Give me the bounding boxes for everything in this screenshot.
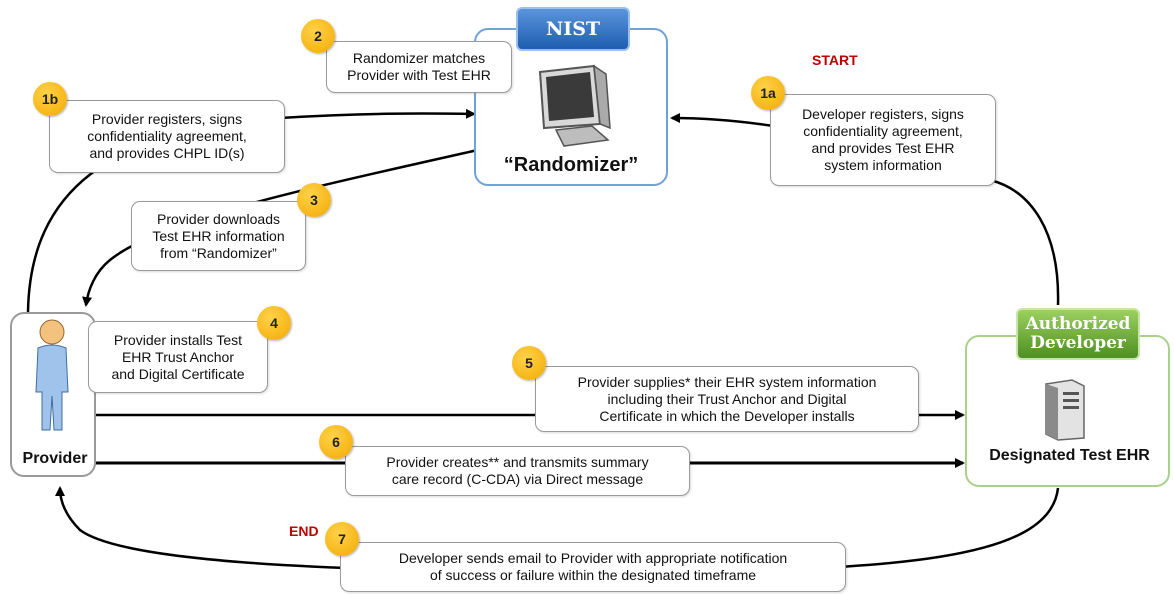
step-6-badge: 6 — [319, 425, 353, 459]
step-3-badge: 3 — [297, 183, 331, 217]
step-3-text: Provider downloads Test EHR information … — [152, 210, 285, 261]
step-6-text: Provider creates** and transmits summary… — [386, 454, 649, 487]
step-5-text: Provider supplies* their EHR system info… — [577, 373, 877, 424]
step-6-box: Provider creates** and transmits summary… — [345, 446, 690, 496]
step-2-box: Randomizer matches Provider with Test EH… — [326, 41, 512, 93]
step-5-badge: 5 — [512, 346, 546, 380]
step-2-badge: 2 — [301, 19, 335, 53]
provider-label: Provider — [22, 450, 88, 467]
step-7-box: Developer sends email to Provider with a… — [340, 542, 846, 592]
developer-title: Authorized Developer — [1016, 308, 1140, 360]
developer-label: Designated Test EHR — [989, 447, 1150, 464]
nist-label: “Randomizer” — [503, 154, 639, 176]
step-4-box: Provider installs Test EHR Trust Anchor … — [88, 321, 268, 393]
step-1b-badge: 1b — [33, 82, 67, 116]
step-5-box: Provider supplies* their EHR system info… — [535, 366, 919, 432]
step-7-badge: 7 — [325, 522, 359, 556]
step-2-text: Randomizer matches Provider with Test EH… — [347, 50, 491, 83]
end-label: END — [289, 523, 319, 539]
server-tower-icon — [1045, 379, 1085, 441]
step-1b-text: Provider registers, signs confidentialit… — [87, 111, 247, 161]
step-1b-box: Provider registers, signs confidentialit… — [49, 100, 285, 173]
person-icon — [35, 319, 69, 431]
step-1a-box: Developer registers, signs confidentiali… — [770, 94, 996, 186]
step-4-text: Provider installs Test EHR Trust Anchor … — [111, 331, 245, 382]
step-1a-badge: 1a — [751, 76, 785, 110]
step-3-box: Provider downloads Test EHR information … — [131, 201, 306, 271]
step-1a-text: Developer registers, signs confidentiali… — [802, 106, 964, 173]
nist-title: NIST — [516, 7, 630, 51]
step-4-badge: 4 — [257, 306, 291, 340]
start-label: START — [812, 52, 858, 68]
step-7-text: Developer sends email to Provider with a… — [398, 550, 788, 583]
computer-monitor-icon — [538, 64, 611, 147]
